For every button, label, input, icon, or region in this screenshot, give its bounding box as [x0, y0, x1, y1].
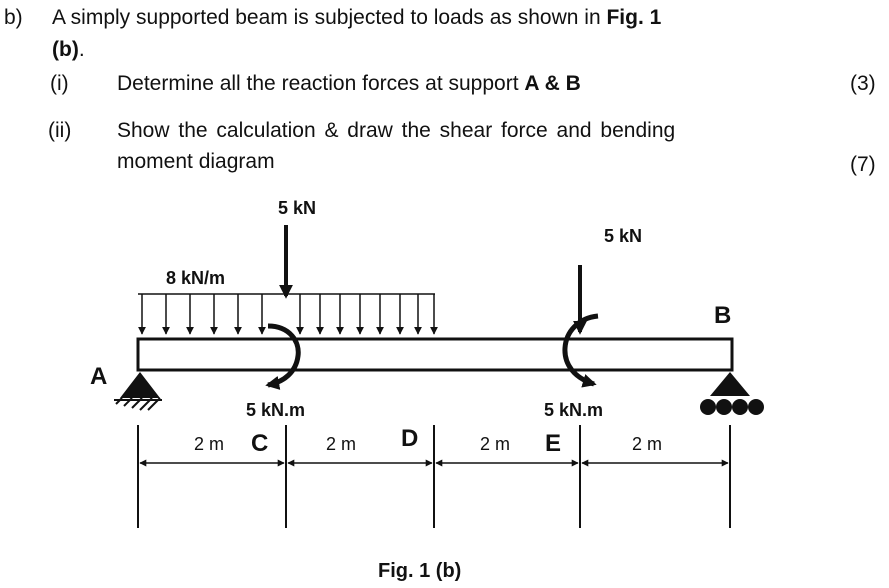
part-ii-label: (ii) [48, 119, 72, 142]
question-line1: A simply supported beam is subjected to … [52, 6, 661, 30]
part-ii-marks: (7) [850, 153, 876, 176]
question-line1-text: A simply supported beam is subjected to … [52, 6, 601, 29]
part-i-supports: A & B [524, 72, 581, 95]
part-i-label: (i) [50, 72, 69, 95]
figure-reference: Fig. 1 [606, 6, 662, 29]
point-load-e-label: 5 kN [604, 226, 642, 246]
question-label: b) [4, 6, 23, 29]
moment-c-label: 5 kN.m [246, 400, 305, 420]
figure-caption: Fig. 1 (b) [378, 560, 461, 582]
moment-c-arrow [265, 323, 301, 390]
support-a-label: A [90, 363, 107, 390]
part-ii-line2: moment diagram [117, 150, 275, 173]
udl-label: 8 kN/m [166, 268, 225, 288]
span-eb-label: 2 m [632, 434, 662, 454]
point-e-label: E [545, 430, 561, 457]
point-c-label: C [251, 430, 268, 457]
figure-reference-cont: (b) [52, 38, 79, 61]
part-i-text: Determine all the reaction forces at sup… [117, 72, 581, 96]
span-de-label: 2 m [480, 434, 510, 454]
part-i-text-prefix: Determine all the reaction forces at sup… [117, 72, 519, 95]
udl-arrows [138, 294, 438, 335]
part-i-marks: (3) [850, 72, 876, 95]
dimension-extension-lines [137, 425, 731, 528]
span-cd-label: 2 m [326, 434, 356, 454]
moment-e-label: 5 kN.m [544, 400, 603, 420]
point-d-label: D [401, 425, 418, 452]
part-ii-line1: Show the calculation & draw the shear fo… [117, 119, 676, 142]
support-b-label: B [714, 302, 731, 329]
beam [136, 337, 734, 372]
figure-reference-period: . [78, 38, 85, 61]
question-line2: (b). [52, 38, 85, 62]
span-ac-label: 2 m [194, 434, 224, 454]
point-load-c-label: 5 kN [278, 198, 316, 218]
support-a-pin [114, 372, 162, 411]
support-b-roller [700, 372, 764, 415]
moment-e-arrow [562, 313, 599, 388]
